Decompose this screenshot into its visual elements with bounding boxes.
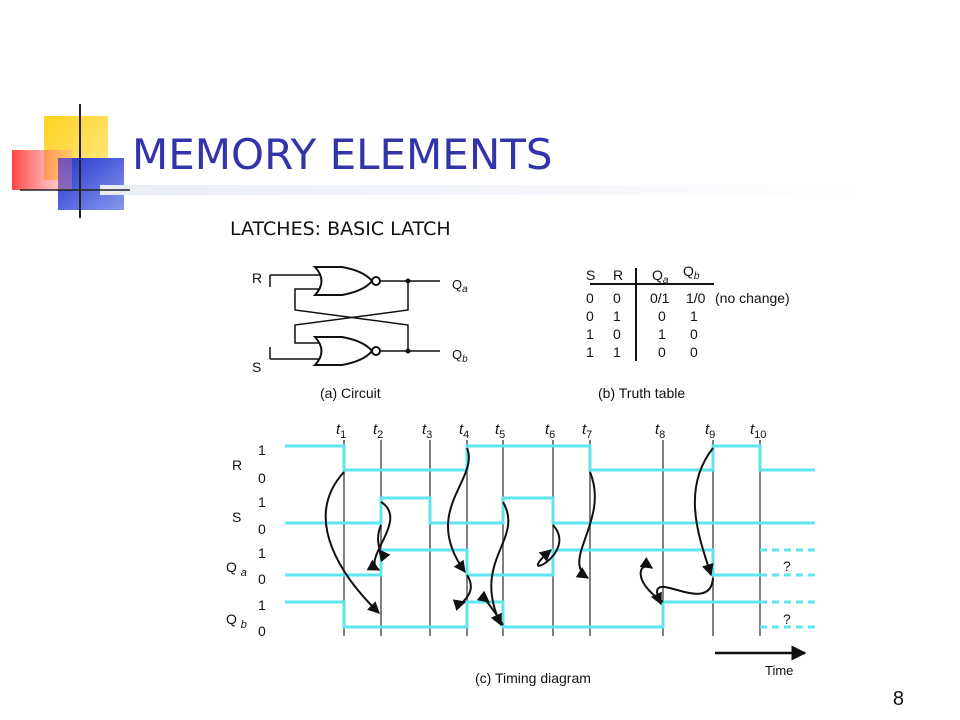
level-label: 0 [258,521,266,537]
cause-arrow [377,524,391,563]
truth-header-r: R [613,267,623,283]
truth-header-s: S [586,267,595,283]
truth-table: S R Qa Qb 0 0 0/1 1/0 (no change) 0 1 0 … [586,263,790,401]
svg-text:1: 1 [658,326,666,342]
svg-text:1/0: 1/0 [686,290,706,306]
svg-text:0: 0 [613,326,621,342]
slide-subtitle: LATCHES: BASIC LATCH [230,218,451,240]
svg-text:1: 1 [613,308,621,324]
cause-arrow [366,501,392,571]
cause-arrow [324,471,380,614]
signal-label-qb: Q b [226,611,247,631]
level-label: 1 [258,442,266,458]
time-label-t4: t4 [459,421,469,441]
level-label: 0 [258,571,266,587]
circuit-output-qb: Qb [452,347,468,365]
time-label-t10: t10 [750,421,766,441]
cause-arrow [452,574,472,611]
timing-diagram: t1 t2 t3 t4 t5 t6 t7 t8 t9 t10 R S Q a Q… [226,421,815,686]
level-label: 1 [258,597,266,613]
level-label: 0 [258,470,266,486]
slide-title: MEMORY ELEMENTS [132,130,553,179]
waveform-qb [285,600,760,629]
cause-arrow [575,471,596,579]
qa-unknown-marker: ? [783,558,791,574]
circuit-input-r: R [252,270,262,286]
svg-text:1: 1 [586,326,594,342]
signal-label-qa: Q a [226,559,247,579]
svg-text:0: 0 [586,308,594,324]
svg-text:0: 0 [690,344,698,360]
time-label-t8: t8 [655,421,665,441]
time-label-t1: t1 [336,421,346,441]
truth-row: 0 1 0 1 [586,308,698,324]
nor-gate-top [312,266,374,296]
time-label: Time [765,663,793,678]
cause-arrow [446,447,470,573]
nor-gate-bottom [312,336,374,366]
svg-text:1: 1 [690,308,698,324]
time-label-t5: t5 [495,421,505,441]
cause-arrow [476,590,504,626]
waveform-r [285,444,815,472]
time-label-t6: t6 [545,421,555,441]
level-label: 1 [258,545,266,561]
svg-text:1: 1 [613,344,621,360]
cause-arrow [536,524,561,567]
level-label: 1 [258,494,266,510]
timing-caption: (c) Timing diagram [475,670,591,686]
truth-row: 0 0 0/1 1/0 (no change) [586,290,790,306]
svg-text:0: 0 [690,326,698,342]
svg-text:0: 0 [658,308,666,324]
circuit-caption: (a) Circuit [320,385,381,401]
truth-header-qb: Qb [683,263,700,282]
truth-row: 1 1 0 0 [586,344,698,360]
waveform-qa [285,548,760,577]
time-label-t2: t2 [373,421,383,441]
cause-arrow [639,557,664,603]
time-label-t7: t7 [582,421,592,441]
latch-circuit: R S Qa Qb (a) Circuit [252,266,468,401]
circuit-output-qa: Qa [452,277,468,295]
svg-text:0/1: 0/1 [650,290,670,306]
deco-light-bar [100,185,860,195]
truth-table-caption: (b) Truth table [598,385,685,401]
qb-unknown-marker: ? [783,611,791,627]
svg-text:0: 0 [658,344,666,360]
cause-arrow [650,577,714,606]
svg-text:0: 0 [586,290,594,306]
page-number: 8 [892,688,904,710]
circuit-input-s: S [252,359,261,375]
corner-decoration [12,104,860,218]
time-label-t3: t3 [422,421,432,441]
waveform-s [285,496,815,525]
time-label-t9: t9 [705,421,715,441]
truth-row: 1 0 1 0 [586,326,698,342]
level-label: 0 [258,623,266,639]
cause-arrow [490,501,510,627]
svg-text:(no change): (no change) [715,290,790,306]
signal-label-s: S [232,509,241,525]
deco-red-square [12,150,72,190]
svg-text:0: 0 [613,290,621,306]
cause-arrow [693,447,714,577]
svg-text:1: 1 [586,344,594,360]
signal-label-r: R [232,457,242,473]
